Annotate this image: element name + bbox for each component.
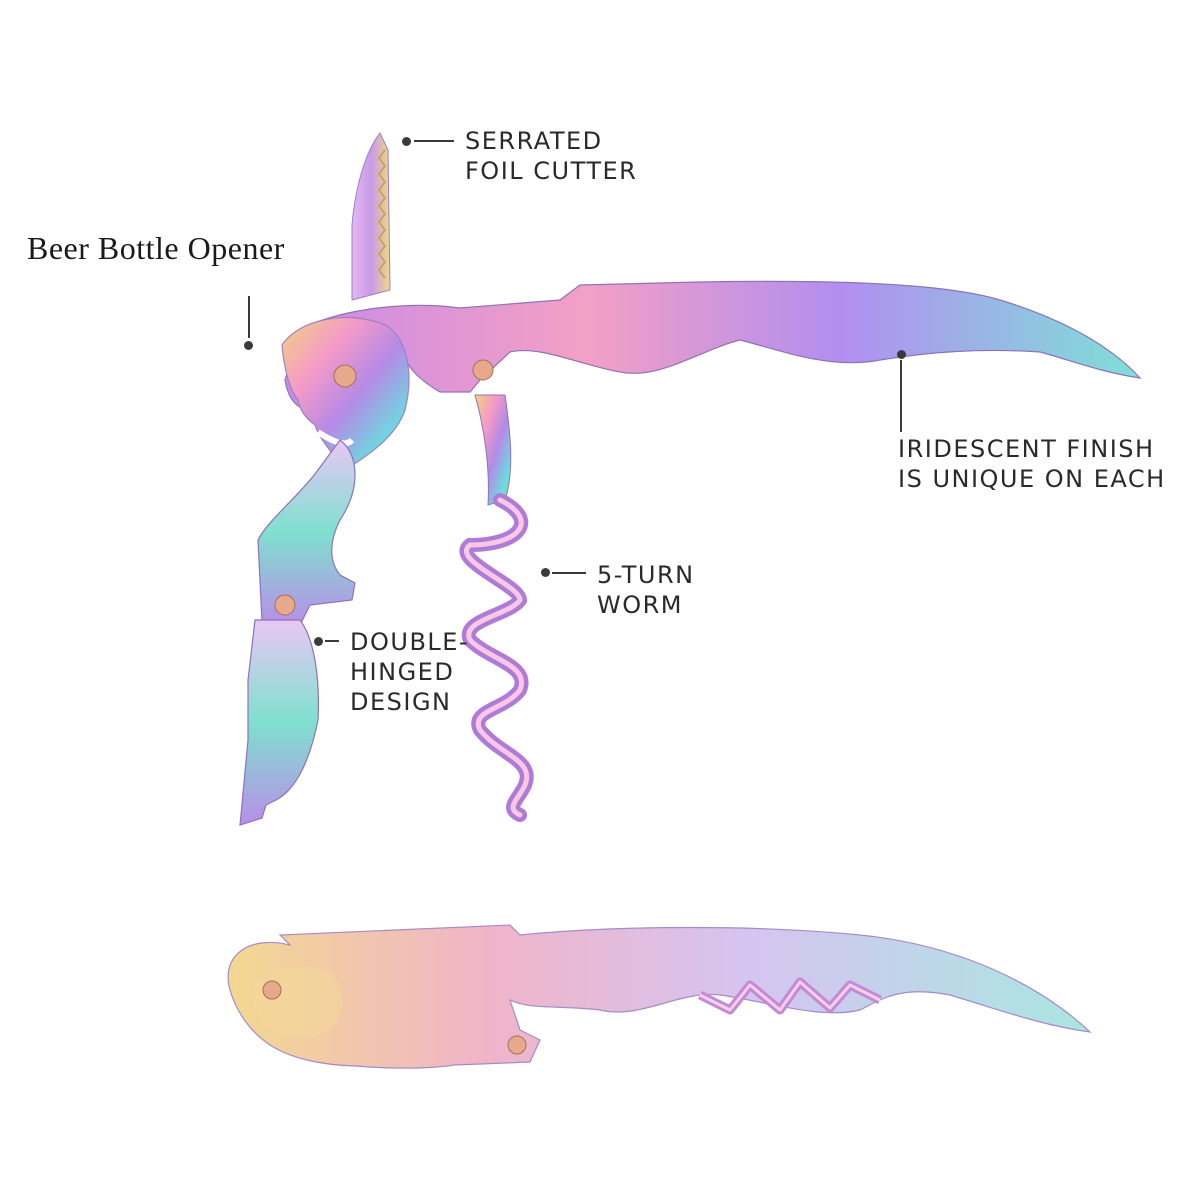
pointer-dot (402, 137, 411, 146)
hinge-label: DOUBLE- HINGED DESIGN (350, 628, 470, 716)
pointer-dot (314, 637, 323, 646)
lever-arm (257, 439, 356, 626)
lever-lower (239, 619, 319, 826)
worm-label: 5-TURN WORM (597, 561, 695, 619)
worm-shank (474, 394, 512, 506)
rivet (472, 359, 494, 381)
pointer-line (900, 360, 902, 432)
bottle-opener-head (281, 316, 410, 471)
pointer-line (414, 140, 454, 142)
pointer-dot (541, 568, 550, 577)
rivet (274, 594, 296, 616)
rivet (507, 1035, 527, 1055)
closed-corkscrew (227, 924, 1092, 1069)
pointer-dot (244, 341, 253, 350)
main-handle (284, 280, 1142, 426)
open-corkscrew (239, 132, 1142, 826)
foil-cutter-label: SERRATED FOIL CUTTER (465, 127, 638, 185)
pointer-dot (897, 350, 906, 359)
pointer-line (325, 640, 339, 642)
rivet (262, 980, 282, 1000)
pointer-line (552, 572, 586, 574)
spiral-worm (459, 493, 534, 822)
bottle-opener-label: Beer Bottle Opener (27, 230, 285, 266)
finish-label: IRIDESCENT FINISH IS UNIQUE ON EACH (898, 435, 1166, 493)
closed-body (227, 924, 1092, 1069)
rivet (333, 364, 357, 388)
pointer-line (248, 296, 250, 338)
